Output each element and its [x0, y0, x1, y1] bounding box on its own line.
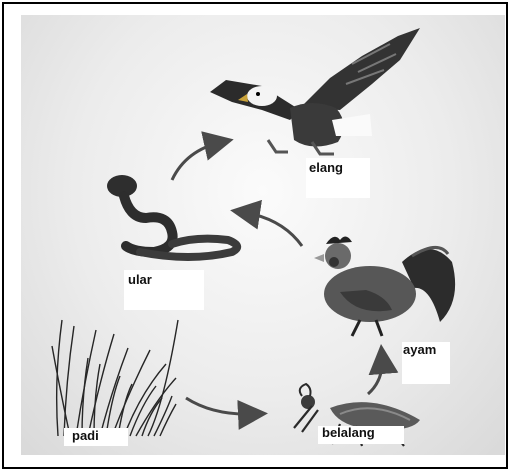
snake-label-box — [124, 270, 204, 310]
arrow-rice-to-grasshopper — [185, 396, 268, 430]
grasshopper-label: belalang — [322, 425, 375, 440]
arrow-grasshopper-to-chicken — [366, 344, 399, 396]
grasshopper-illustration — [293, 382, 420, 447]
snake-illustration — [107, 175, 242, 261]
chicken-label: ayam — [403, 342, 437, 357]
eagle-label: elang — [309, 160, 343, 175]
rice-label-box — [64, 428, 128, 446]
arrow-chicken-to-snake — [230, 199, 304, 247]
chicken-illustration — [314, 236, 456, 337]
eagle-illustration — [210, 28, 420, 156]
eagle-label-box — [306, 158, 370, 198]
rice-label: padi — [72, 428, 99, 443]
arrow-snake-to-eagle — [170, 131, 234, 181]
chicken-label-box — [402, 342, 450, 384]
rice-plant-illustration — [51, 319, 179, 437]
grasshopper-label-box — [318, 426, 404, 444]
snake-label: ular — [128, 272, 152, 287]
